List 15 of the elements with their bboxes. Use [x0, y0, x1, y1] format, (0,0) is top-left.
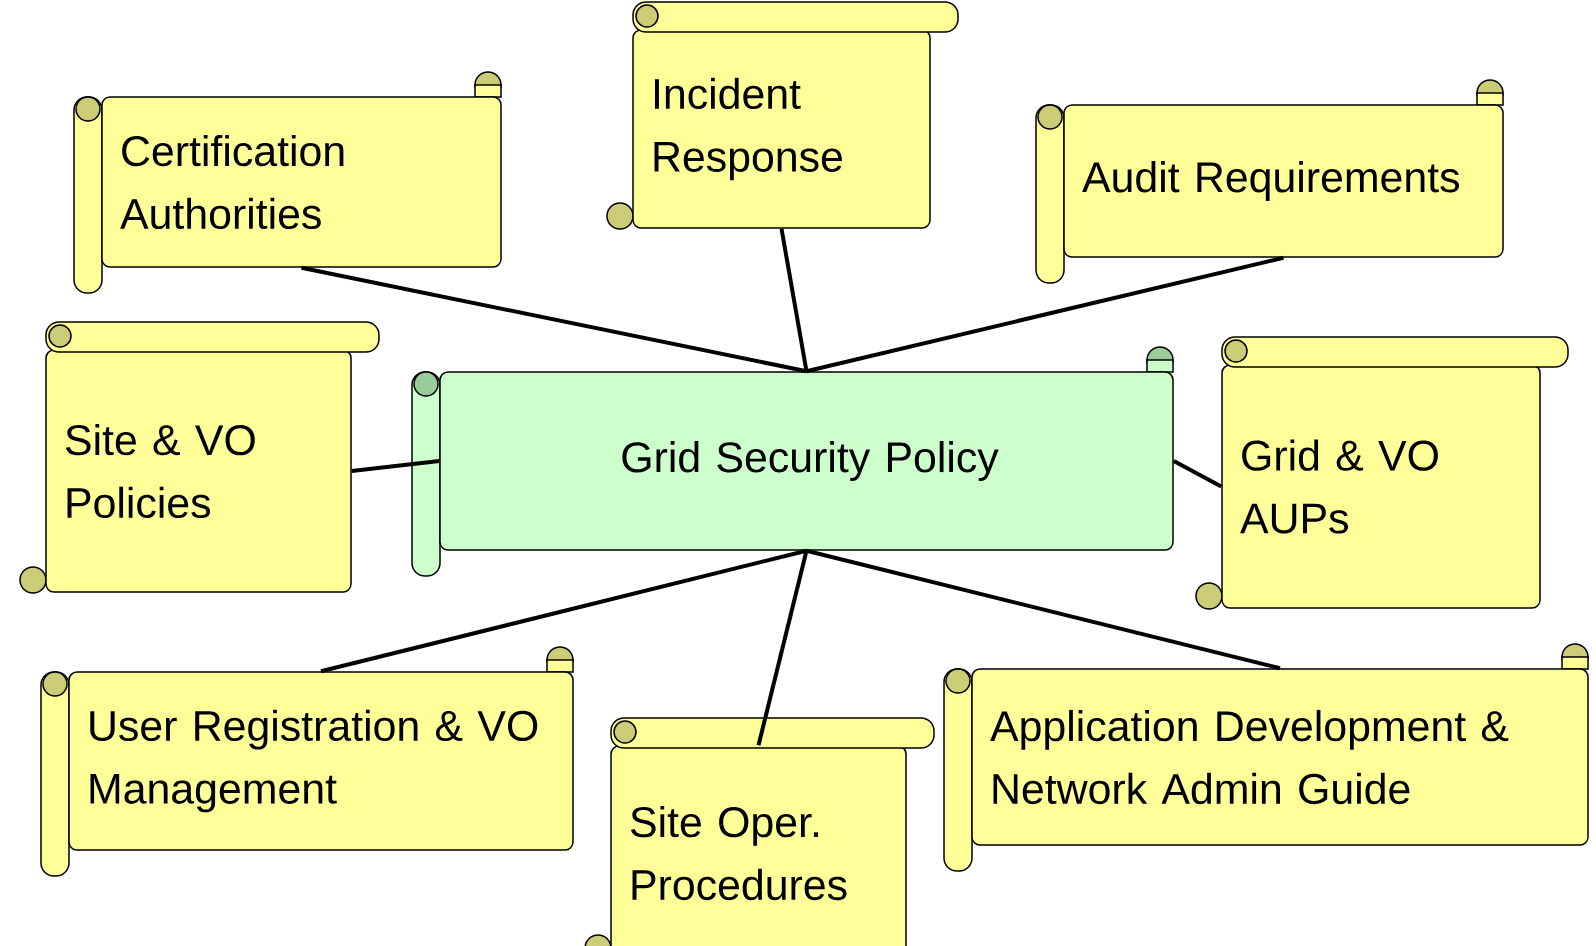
- scroll: User Registration & VO Management: [40, 646, 574, 877]
- scroll: Incident Response: [606, 1, 959, 230]
- connector-line: [779, 228, 809, 372]
- scroll: Site & VO Policies: [19, 321, 380, 594]
- connector-line: [301, 265, 807, 374]
- connector-line: [320, 548, 807, 674]
- scroll: Certification Authorities: [73, 71, 502, 294]
- connector-line: [806, 548, 1281, 671]
- scroll: Site Oper. Procedures: [584, 717, 935, 946]
- scroll: Grid Security Policy: [411, 346, 1174, 577]
- scroll: Audit Requirements: [1035, 79, 1504, 284]
- connector-line: [1172, 459, 1223, 489]
- scroll: Application Development & Network Admin Guide: [943, 643, 1589, 872]
- connector-line: [806, 255, 1284, 374]
- scroll: Grid & VO AUPs: [1195, 336, 1569, 610]
